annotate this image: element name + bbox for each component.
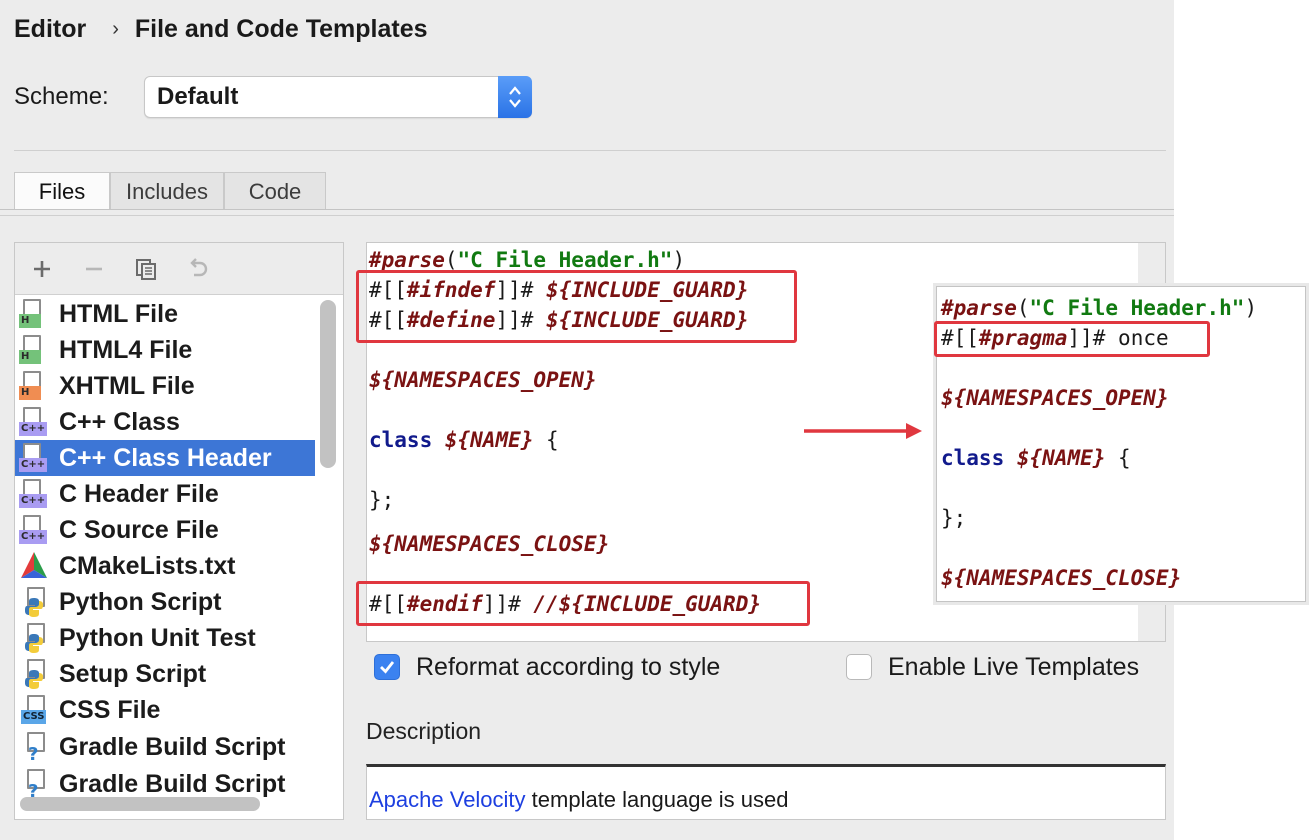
code-line: ${NAMESPACES_OPEN} <box>369 368 597 392</box>
list-item-selected[interactable]: C++ C++ Class Header <box>15 440 315 476</box>
html-file-icon: H <box>19 334 51 366</box>
code-line: ${NAMESPACES_CLOSE} <box>369 532 610 556</box>
scheme-dropdown[interactable]: Default <box>144 76 532 118</box>
tabs-border <box>0 209 1174 210</box>
tab-includes[interactable]: Includes <box>110 172 224 210</box>
html-file-icon: H <box>19 298 51 330</box>
tab-files[interactable]: Files <box>14 172 110 210</box>
live-templates-option[interactable]: Enable Live Templates <box>846 650 1139 684</box>
code-line: ${NAMESPACES_OPEN} <box>941 386 1169 410</box>
code-line: #[[#define]]# ${INCLUDE_GUARD} <box>369 308 749 332</box>
code-line: ${NAMESPACES_CLOSE} <box>941 566 1182 590</box>
list-item[interactable]: H HTML4 File <box>15 332 315 368</box>
cpp-file-icon: C++ <box>19 406 51 438</box>
chevron-updown-icon <box>498 76 532 118</box>
page-title: File and Code Templates <box>134 14 428 43</box>
gradle-file-icon: ? <box>19 731 51 763</box>
code-line: #parse("C File Header.h") <box>369 248 686 272</box>
svg-text:?: ? <box>28 781 38 800</box>
list-item[interactable]: H HTML File <box>15 296 315 332</box>
pragma-template-preview: #parse("C File Header.h") #[[#pragma]]# … <box>936 286 1306 602</box>
arrow-right-icon <box>804 423 922 439</box>
list-vertical-scrollbar[interactable] <box>320 300 336 468</box>
divider <box>0 215 1174 216</box>
code-line: #[[#ifndef]]# ${INCLUDE_GUARD} <box>369 278 749 302</box>
live-templates-label: Enable Live Templates <box>888 652 1140 681</box>
description-text: template language is used <box>525 787 789 812</box>
divider <box>14 150 1166 151</box>
breadcrumb: Editor › File and Code Templates <box>14 12 428 46</box>
code-line: }; <box>369 488 395 512</box>
cmake-icon <box>19 550 51 582</box>
python-file-icon <box>19 622 51 654</box>
breadcrumb-section[interactable]: Editor <box>14 14 87 43</box>
remove-template-button[interactable] <box>81 256 107 282</box>
scheme-label: Scheme: <box>14 83 109 110</box>
list-toolbar <box>15 243 343 295</box>
settings-panel: Editor › File and Code Templates Scheme:… <box>0 0 1174 840</box>
code-line: class ${NAME} { <box>369 428 559 452</box>
list-item[interactable]: Setup Script <box>15 656 315 692</box>
list-item[interactable]: ? Gradle Build Script <box>15 766 315 802</box>
gradle-file-icon: ? <box>19 768 51 800</box>
reformat-option[interactable]: Reformat according to style <box>374 650 720 684</box>
css-file-icon: CSS <box>19 694 51 726</box>
cpp-file-icon: C++ <box>19 478 51 510</box>
template-list: H HTML File H HTML4 File H XHTML File C+… <box>15 296 315 802</box>
copy-icon <box>136 258 156 280</box>
cpp-file-icon: C++ <box>19 442 51 474</box>
live-templates-checkbox[interactable] <box>846 654 872 680</box>
checkmark-icon <box>380 661 395 674</box>
list-item[interactable]: Python Script <box>15 584 315 620</box>
list-item[interactable]: C++ C Source File <box>15 512 315 548</box>
list-horizontal-scrollbar[interactable] <box>20 797 260 811</box>
description-box: Apache Velocity template language is use… <box>366 764 1166 820</box>
list-item[interactable]: ? Gradle Build Script <box>15 728 315 766</box>
scheme-row: Scheme: Default <box>14 76 532 118</box>
list-item[interactable]: C++ C++ Class <box>15 404 315 440</box>
reformat-label: Reformat according to style <box>416 652 721 681</box>
breadcrumb-separator: › <box>112 17 119 40</box>
svg-text:?: ? <box>28 744 38 763</box>
scheme-value: Default <box>157 83 239 110</box>
code-line: class ${NAME} { <box>941 446 1131 470</box>
cpp-file-icon: C++ <box>19 514 51 546</box>
template-tabs: Files Includes Code <box>14 172 326 210</box>
list-item[interactable]: C++ C Header File <box>15 476 315 512</box>
list-item[interactable]: CMakeLists.txt <box>15 548 315 584</box>
add-template-button[interactable] <box>29 256 55 282</box>
description-label: Description <box>366 718 482 744</box>
list-item[interactable]: H XHTML File <box>15 368 315 404</box>
xhtml-file-icon: H <box>19 370 51 402</box>
reset-icon <box>190 257 208 276</box>
list-item[interactable]: Python Unit Test <box>15 620 315 656</box>
apache-velocity-link[interactable]: Apache Velocity <box>369 787 526 812</box>
code-line: }; <box>941 506 967 530</box>
code-line: #[[#pragma]]# once <box>941 326 1169 350</box>
template-list-panel: H HTML File H HTML4 File H XHTML File C+… <box>14 242 344 820</box>
python-file-icon <box>19 586 51 618</box>
list-item[interactable]: CSS CSS File <box>15 692 315 728</box>
tab-code[interactable]: Code <box>224 172 326 210</box>
reset-template-button[interactable] <box>185 256 211 282</box>
copy-template-button[interactable] <box>133 256 159 282</box>
code-line: #[[#endif]]# //${INCLUDE_GUARD} <box>369 592 761 616</box>
code-line: #parse("C File Header.h") <box>941 296 1258 320</box>
python-file-icon <box>19 658 51 690</box>
reformat-checkbox[interactable] <box>374 654 400 680</box>
